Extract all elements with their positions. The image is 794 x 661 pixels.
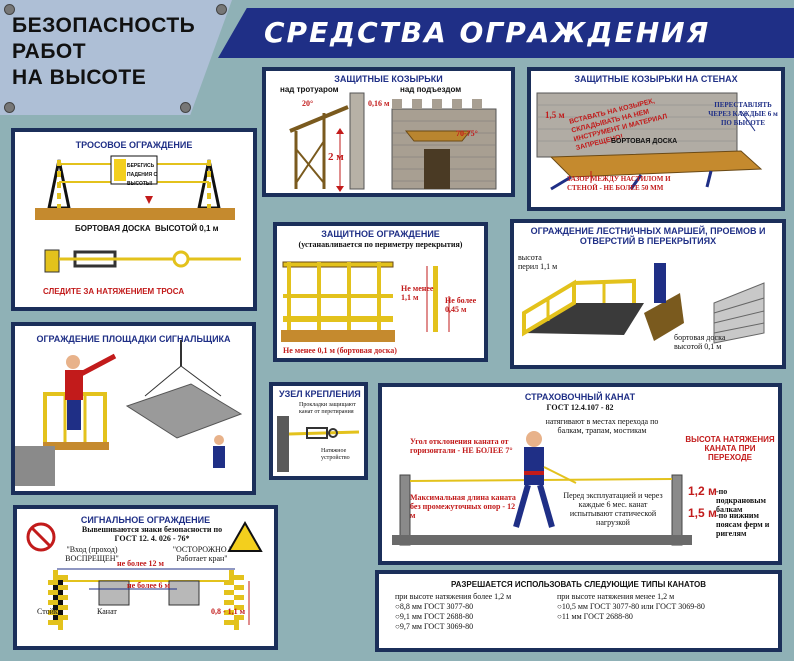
panel-anchor: УЗЕЛ КРЕПЛЕНИЯ Прокладки защищают канат … bbox=[269, 382, 368, 480]
board-label: БОРТОВАЯ ДОСКА bbox=[75, 224, 151, 233]
panel-title: УЗЕЛ КРЕПЛЕНИЯ bbox=[279, 389, 361, 399]
subject-line-2: РАБОТ bbox=[12, 40, 87, 63]
label-entrance: над подъездом bbox=[400, 85, 462, 94]
sign-2-label: "ОСТОРОЖНО ! Работает кран" bbox=[172, 545, 232, 563]
protective-fence-illustration bbox=[281, 261, 450, 342]
panel-signal-fence: СИГНАЛЬНОЕ ОГРАЖДЕНИЕ Вывешиваются знаки… bbox=[13, 505, 278, 650]
offset-label: 0,16 м bbox=[368, 99, 390, 108]
safety-rope-illustration bbox=[392, 431, 692, 546]
subject-line-3: НА ВЫСОТЕ bbox=[12, 66, 147, 89]
panel-title: СТРАХОВОЧНЫЙ КАНАТ bbox=[524, 392, 636, 402]
banner-title: СРЕДСТВА ОГРАЖДЕНИЯ bbox=[264, 16, 711, 49]
height-value-1: 1,2 м bbox=[688, 484, 717, 498]
rope-type: ○11 мм ГОСТ 2688-80 bbox=[557, 612, 633, 621]
panel-protective-fence: ЗАЩИТНОЕ ОГРАЖДЕНИЕ (устанавливается по … bbox=[273, 222, 488, 362]
panel-title: ТРОСОВОЕ ОГРАЖДЕНИЕ bbox=[75, 140, 193, 150]
warning-sign: БЕРЕГИСЬ ПАДЕНИЯ С ВЫСОТЫ! bbox=[127, 163, 158, 187]
screw-icon bbox=[180, 102, 191, 113]
test-note: Перед эксплуатацией и через каждые 6 мес… bbox=[563, 491, 663, 527]
right-header: при высоте натяжения менее 1,2 м bbox=[557, 592, 675, 601]
panel-title: ЗАЩИТНОЕ ОГРАЖДЕНИЕ bbox=[321, 229, 440, 239]
min-height: Не менее 1,1 м bbox=[401, 284, 434, 302]
height-label: 2 м bbox=[328, 151, 344, 163]
canopy-illustration bbox=[289, 92, 497, 192]
post-label: Стойка bbox=[37, 607, 62, 616]
screw-icon bbox=[4, 4, 15, 15]
panel-safety-rope: СТРАХОВОЧНЫЙ КАНАТ ГОСТ 12.4.107 - 82 на… bbox=[378, 383, 782, 565]
width-label: 1,5 м bbox=[545, 110, 565, 120]
panel-wall-canopies: ЗАЩИТНЫЕ КОЗЫРЬКИ НА СТЕНАХ 1,5 м ВСТАВА… bbox=[527, 67, 785, 211]
rope-standard: ГОСТ 12.4.107 - 82 bbox=[546, 403, 614, 412]
label-sidewalk: над тротуаром bbox=[280, 85, 339, 94]
subject-line-1: БЕЗОПАСНОСТЬ bbox=[12, 14, 196, 37]
panel-signal-platform: ОГРАЖДЕНИЕ ПЛОЩАДКИ СИГНАЛЬЩИКА bbox=[11, 322, 256, 495]
signal-platform-illustration bbox=[15, 340, 243, 486]
panel-title: ОГРАЖДЕНИЕ ЛЕСТНИЧНЫХ МАРШЕЙ, ПРОЕМОВ И … bbox=[530, 226, 766, 246]
signal-fence-illustration bbox=[26, 520, 263, 630]
gap-note: ЗАЗОР МЕЖДУ НАСТИЛОМ И СТЕНОЙ - НЕ БОЛЕЕ… bbox=[567, 175, 671, 192]
angle-right: 70-75° bbox=[456, 129, 478, 138]
screw-icon bbox=[216, 4, 227, 15]
tensioner-note: Натяжное устройство bbox=[321, 448, 350, 461]
rail-height: высота перил 1,1 м bbox=[518, 253, 558, 271]
stair-fence-illustration bbox=[522, 263, 765, 344]
board-label: БОРТОВАЯ ДОСКА bbox=[611, 138, 678, 145]
rope-label: Канат bbox=[97, 607, 117, 616]
anchor-illustration bbox=[277, 416, 360, 472]
height-note-2: -по нижним поясам ферм и ригелям bbox=[716, 511, 770, 538]
stretched-note: натягивают в местах перехода по балкам, … bbox=[545, 417, 659, 435]
angle-left: 20° bbox=[302, 99, 314, 108]
cable-fence-illustration bbox=[35, 155, 241, 273]
panel-title: ОГРАЖДЕНИЕ ПЛОЩАДКИ СИГНАЛЬЩИКА bbox=[36, 334, 231, 344]
board-note: Не менее 0,1 м (бортовая доска) bbox=[283, 346, 397, 355]
panel-rope-types: РАЗРЕШАЕТСЯ ИСПОЛЬЗОВАТЬ СЛЕДУЮЩИЕ ТИПЫ … bbox=[375, 570, 782, 652]
distance-1: не более 12 м bbox=[117, 559, 164, 568]
panel-subtitle: Вывешиваются знаки безопасности по ГОСТ … bbox=[81, 525, 223, 543]
panel-title: СИГНАЛЬНОЕ ОГРАЖДЕНИЕ bbox=[80, 515, 211, 525]
left-header: при высоте натяжения более 1,2 м bbox=[395, 592, 512, 601]
height-label: 0,8 - 1,1 м bbox=[211, 607, 246, 616]
max-length-note: Максимальная длина каната без промежуточ… bbox=[410, 493, 516, 520]
screw-icon bbox=[4, 102, 15, 113]
panel-cable-fence: ТРОСОВОЕ ОГРАЖДЕНИЕ БЕРЕГИСЬ ПАДЕНИЯ С В… bbox=[11, 128, 257, 311]
panel-title: ЗАЩИТНЫЕ КОЗЫРЬКИ bbox=[334, 74, 443, 84]
rope-type: ○8,8 мм ГОСТ 3077-80 bbox=[395, 602, 474, 611]
board-note: бортовая доска высотой 0,1 м bbox=[674, 333, 726, 351]
panel-subtitle: (устанавливается по периметру перекрытия… bbox=[298, 240, 463, 249]
subject-plate: БЕЗОПАСНОСТЬ РАБОТ НА ВЫСОТЕ bbox=[0, 0, 232, 115]
rope-type: ○10,5 мм ГОСТ 3077-80 или ГОСТ 3069-80 bbox=[557, 602, 705, 611]
clamps-note: Прокладки защищают канат от перетирания bbox=[299, 402, 356, 415]
height-note-1: -по подкрановым балкам bbox=[716, 487, 766, 514]
sign-1-label: "Вход (проход) ВОСПРЕЩЕН" bbox=[65, 545, 119, 563]
distance-2: не более 6 м bbox=[127, 581, 170, 590]
move-note: ПЕРЕСТАВЛЯТЬ ЧЕРЕЗ КАЖДЫЕ 6 м ПО ВЫСОТЕ bbox=[708, 101, 778, 127]
height-title: ВЫСОТА НАТЯЖЕНИЯ КАНАТА ПРИ ПЕРЕХОДЕ bbox=[685, 435, 775, 462]
panel-title: РАЗРЕШАЕТСЯ ИСПОЛЬЗОВАТЬ СЛЕДУЮЩИЕ ТИПЫ … bbox=[450, 580, 707, 589]
main-banner: СРЕДСТВА ОГРАЖДЕНИЯ bbox=[218, 8, 794, 58]
tension-note: СЛЕДИТЕ ЗА НАТЯЖЕНИЕМ ТРОСА bbox=[43, 287, 185, 296]
panel-canopies: ЗАЩИТНЫЕ КОЗЫРЬКИ над тротуаром над подъ… bbox=[262, 67, 515, 197]
rope-type: ○9,1 мм ГОСТ 2688-80 bbox=[395, 612, 474, 621]
max-gap: Не более 0,45 м bbox=[445, 296, 477, 314]
rope-type: ○9,7 мм ГОСТ 3069-80 bbox=[395, 622, 474, 631]
height-value-2: 1,5 м bbox=[688, 506, 717, 520]
board-height: ВЫСОТОЙ 0,1 м bbox=[155, 224, 219, 233]
panel-title: ЗАЩИТНЫЕ КОЗЫРЬКИ НА СТЕНАХ bbox=[574, 74, 738, 84]
wall-canopy-illustration bbox=[536, 92, 763, 191]
panel-stair-fence: ОГРАЖДЕНИЕ ЛЕСТНИЧНЫХ МАРШЕЙ, ПРОЕМОВ И … bbox=[510, 219, 786, 369]
angle-note: Угол отклонения каната от горизонтали - … bbox=[410, 437, 513, 455]
